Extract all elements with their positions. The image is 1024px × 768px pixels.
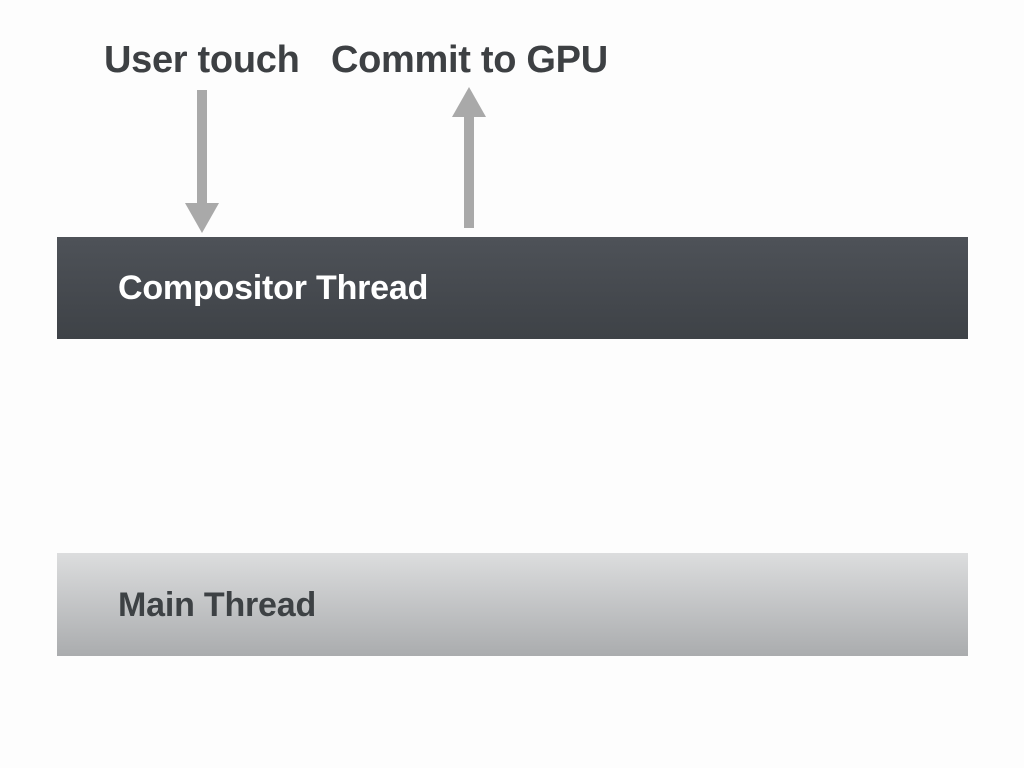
up-arrow-head	[452, 87, 486, 117]
up-arrow-icon	[452, 87, 486, 228]
down-arrow-icon	[185, 90, 219, 233]
main-thread-bar: Main Thread	[57, 553, 968, 656]
compositor-thread-bar: Compositor Thread	[57, 237, 968, 339]
down-arrow-shaft	[197, 90, 207, 205]
up-arrow-shaft	[464, 115, 474, 228]
user-touch-label: User touch	[104, 39, 300, 81]
commit-to-gpu-label: Commit to GPU	[331, 39, 608, 81]
main-thread-label: Main Thread	[118, 585, 317, 624]
down-arrow-head	[185, 203, 219, 233]
compositor-thread-label: Compositor Thread	[118, 269, 429, 307]
